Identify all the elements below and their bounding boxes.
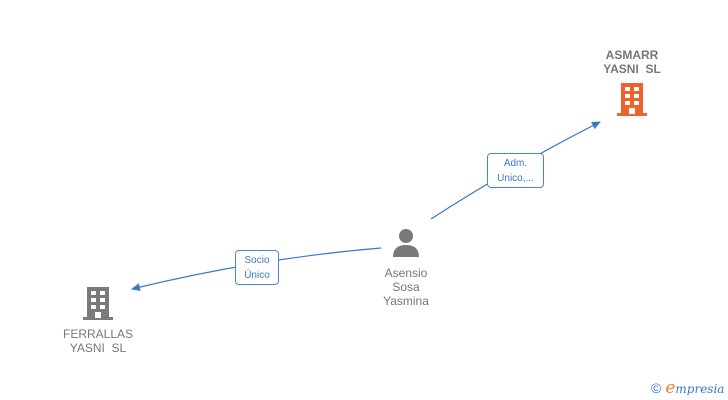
node-label-line1: Asensio [384, 266, 428, 280]
building-icon [83, 287, 113, 320]
node-label-line3: Yasmina [383, 294, 429, 308]
brand-logo-text: mpresia [675, 382, 725, 396]
edge-label-socio-unico[interactable]: Socio Único [235, 250, 279, 285]
node-ferrallas-yasni[interactable]: FERRALLAS YASNI SL [56, 285, 140, 355]
edge-label-line2: Único [244, 270, 270, 281]
empresia-brand[interactable]: © empresia [651, 378, 724, 398]
node-label-line2: Sosa [392, 280, 420, 294]
person-icon [393, 229, 419, 257]
edge-label-adm-unico[interactable]: Adm. Unico,... [487, 153, 544, 188]
building-icon [617, 83, 647, 116]
node-label-line1: ASMARR [605, 48, 659, 62]
node-asmarr-yasni[interactable]: ASMARR YASNI SL [590, 48, 674, 122]
node-asensio-sosa-yasmina[interactable]: Asensio Sosa Yasmina [366, 226, 446, 308]
node-label-line1: FERRALLAS [62, 327, 134, 341]
node-label-line2: YASNI SL [603, 62, 661, 76]
node-label-line2: YASNI SL [69, 341, 127, 355]
brand-logo-e: e [665, 378, 676, 398]
edge-label-line1: Adm. [503, 158, 528, 169]
edge-label-line1: Socio [244, 255, 270, 266]
copyright-icon: © [651, 380, 662, 396]
edge-label-line2: Unico,... [497, 173, 534, 184]
